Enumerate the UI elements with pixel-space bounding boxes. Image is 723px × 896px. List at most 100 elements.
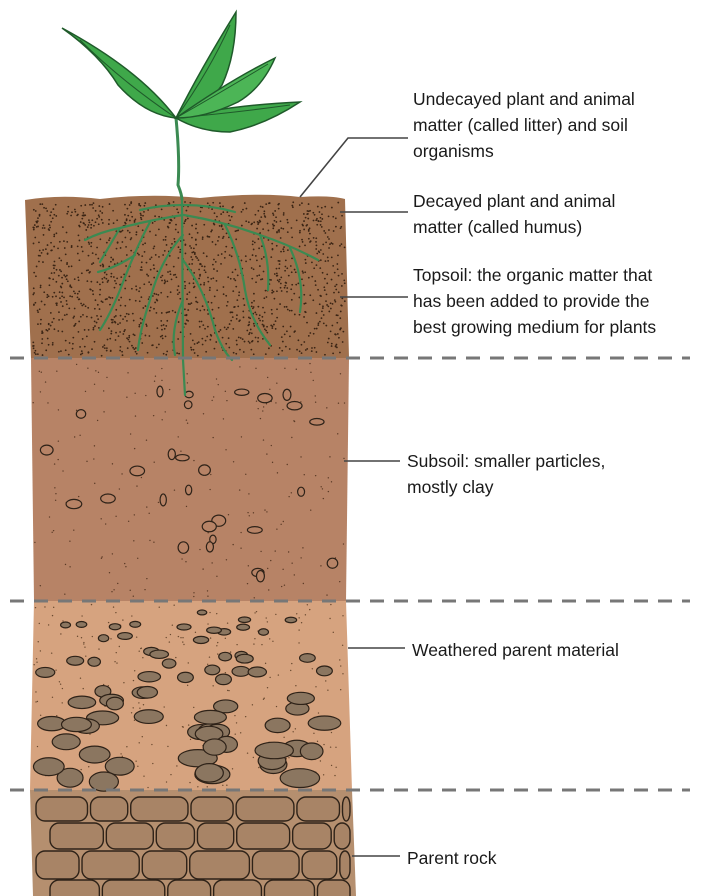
soil-speckle [214,212,216,214]
soil-speckle [254,597,255,598]
pebble [285,617,296,622]
soil-speckle [60,260,62,262]
pebble [66,499,82,508]
pebble [216,674,232,685]
soil-speckle [207,664,208,665]
soil-speckle [228,215,230,217]
soil-speckle [166,781,167,782]
soil-speckle [131,712,132,713]
soil-speckle [139,324,141,326]
soil-speckle [263,406,264,407]
soil-speckle [256,611,257,612]
soil-speckle [65,564,66,565]
soil-speckle [335,747,336,748]
soil-speckle [126,337,128,339]
soil-speckle [55,493,56,494]
soil-speckle [33,304,35,306]
soil-speckle [56,370,57,371]
soil-speckle [77,246,79,248]
soil-speckle [153,264,155,266]
soil-speckle [254,214,256,216]
soil-speckle [225,672,226,673]
soil-speckle [253,300,255,302]
soil-speckle [276,528,277,529]
pebble [33,758,64,776]
soil-speckle [121,473,122,474]
soil-speckle [283,251,285,253]
soil-speckle [43,207,45,209]
soil-speckle [177,293,179,295]
soil-speckle [317,220,319,222]
soil-speckle [197,232,199,234]
soil-speckle [177,289,179,291]
soil-speckle [279,303,281,305]
soil-speckle [317,206,319,208]
soil-speckle [98,216,100,218]
soil-speckle [190,347,192,349]
soil-speckle [320,565,321,566]
soil-speckle [225,638,226,639]
soil-speckle [307,213,309,215]
soil-speckle [124,214,126,216]
soil-speckle [138,204,140,206]
soil-speckle [240,532,241,533]
soil-speckle [40,391,41,392]
pebble [258,394,272,403]
soil-speckle [271,313,273,315]
pebble [184,401,192,409]
soil-speckle [328,338,330,340]
soil-speckle [99,308,101,310]
soil-speckle [332,265,334,267]
soil-speckle [187,382,188,383]
soil-speckle [339,581,340,582]
soil-speckle [256,275,258,277]
soil-speckle [320,249,322,251]
soil-speckle [77,277,79,279]
soil-speckle [273,214,275,216]
soil-speckle [327,236,329,238]
soil-speckle [59,681,60,682]
soil-speckle [172,625,173,626]
soil-speckle [131,288,133,290]
soil-speckle [134,514,135,515]
soil-speckle [71,265,73,267]
soil-speckle [264,328,266,330]
soil-speckle [252,243,254,245]
soil-speckle [53,272,55,274]
soil-speckle [35,275,37,277]
soil-speckle [163,353,165,355]
soil-speckle [160,320,162,322]
soil-speckle [233,306,235,308]
soil-speckle [330,302,332,304]
soil-speckle [97,304,99,306]
soil-speckle [293,331,295,333]
soil-speckle [112,297,114,299]
soil-speckle [205,340,207,342]
soil-speckle [62,319,64,321]
soil-speckle [66,303,68,305]
soil-speckle [301,202,303,204]
soil-speckle [235,269,237,271]
soil-speckle [245,474,246,475]
soil-speckle [56,269,58,271]
soil-speckle [178,636,179,637]
soil-speckle [342,331,344,333]
soil-speckle [133,707,134,708]
soil-speckle [32,402,33,403]
soil-speckle [248,341,250,343]
soil-speckle [88,219,90,221]
soil-speckle [99,283,101,285]
soil-speckle [161,325,163,327]
soil-speckle [61,295,63,297]
pebble [178,672,194,682]
pebble [62,717,92,731]
soil-speckle [295,685,296,686]
soil-speckle [264,509,265,510]
soil-speckle [93,225,95,227]
pebble [137,686,157,698]
soil-speckle [141,477,142,478]
soil-speckle [260,551,261,552]
soil-speckle [258,318,260,320]
soil-speckle [293,293,295,295]
soil-speckle [193,349,195,351]
